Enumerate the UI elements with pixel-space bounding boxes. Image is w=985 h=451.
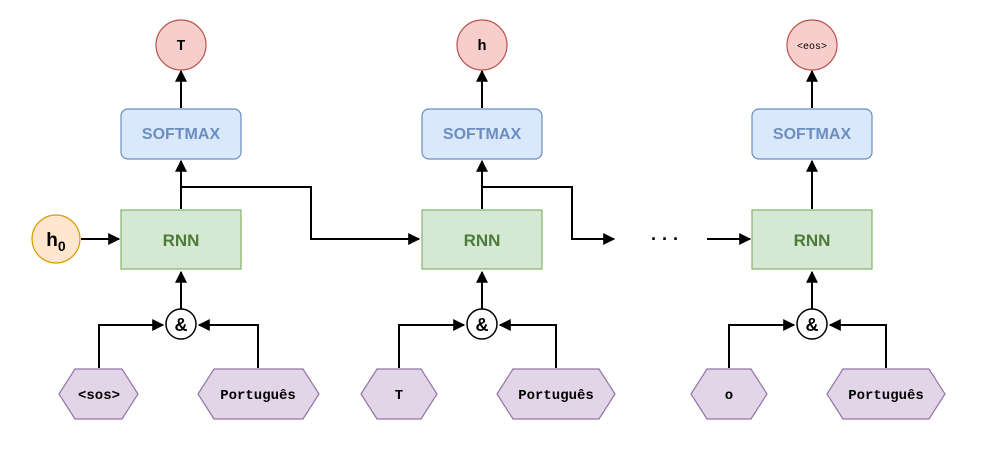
rnn-label-1: RNN xyxy=(163,231,200,250)
rnn-box-1 xyxy=(120,209,242,270)
h0-node xyxy=(31,214,81,264)
combine-label-3: & xyxy=(806,315,819,335)
output-node-3 xyxy=(786,19,838,71)
arrow-hidden-1-to-2 xyxy=(181,186,421,245)
rnn-label-2: RNN xyxy=(464,231,501,250)
combine-node-3 xyxy=(796,308,828,340)
combine-node-2 xyxy=(466,308,498,340)
combine-label-1: & xyxy=(175,315,188,335)
output-label-3: <eos> xyxy=(797,42,827,53)
arrow-token-to-combine-2 xyxy=(398,319,466,368)
arrow-token-to-combine-1 xyxy=(98,319,165,368)
softmax-label-1: SOFTMAX xyxy=(142,126,221,143)
input-token-label-1: <sos> xyxy=(78,388,120,404)
arrow-token-to-combine-3 xyxy=(728,319,796,368)
softmax-label-3: SOFTMAX xyxy=(773,126,852,143)
connectors xyxy=(81,69,887,368)
language-node-3 xyxy=(826,368,946,420)
ellipsis: · · · xyxy=(651,229,679,249)
language-label-3: Português xyxy=(848,388,924,404)
output-node-1 xyxy=(155,19,207,71)
initial-hidden-state: h0 xyxy=(31,214,81,264)
softmax-box-2 xyxy=(421,108,543,160)
rnn-label-3: RNN xyxy=(794,231,831,250)
input-token-node-1 xyxy=(58,368,139,420)
arrow-language-to-combine-3 xyxy=(828,319,887,368)
softmax-box-1 xyxy=(120,108,242,160)
h0-label: h0 xyxy=(46,230,66,254)
input-token-node-3 xyxy=(690,368,768,420)
input-token-label-2: T xyxy=(395,388,403,404)
language-node-1 xyxy=(197,368,320,420)
combine-label-2: & xyxy=(476,315,489,335)
arrow-language-to-combine-2 xyxy=(498,319,557,368)
decoder-step-3: <eos> SOFTMAX RNN & o Português xyxy=(690,19,946,420)
input-token-label-3: o xyxy=(725,388,733,404)
decoder-step-2: h SOFTMAX RNN & T Português xyxy=(360,19,616,420)
softmax-label-2: SOFTMAX xyxy=(443,126,522,143)
rnn-box-2 xyxy=(421,209,543,270)
combine-node-1 xyxy=(165,308,197,340)
language-label-1: Português xyxy=(220,388,296,404)
rnn-box-3 xyxy=(751,209,873,270)
output-node-2 xyxy=(456,19,508,71)
input-token-node-2 xyxy=(360,368,438,420)
softmax-box-3 xyxy=(751,108,873,160)
arrow-language-to-combine-1 xyxy=(197,319,259,368)
language-node-2 xyxy=(496,368,616,420)
output-label-1: T xyxy=(176,38,185,55)
output-label-2: h xyxy=(477,38,486,55)
decoder-step-1: T SOFTMAX RNN & <sos> Português xyxy=(58,19,320,420)
language-label-2: Português xyxy=(518,388,594,404)
arrow-hidden-2-to-ellipsis xyxy=(482,186,616,245)
